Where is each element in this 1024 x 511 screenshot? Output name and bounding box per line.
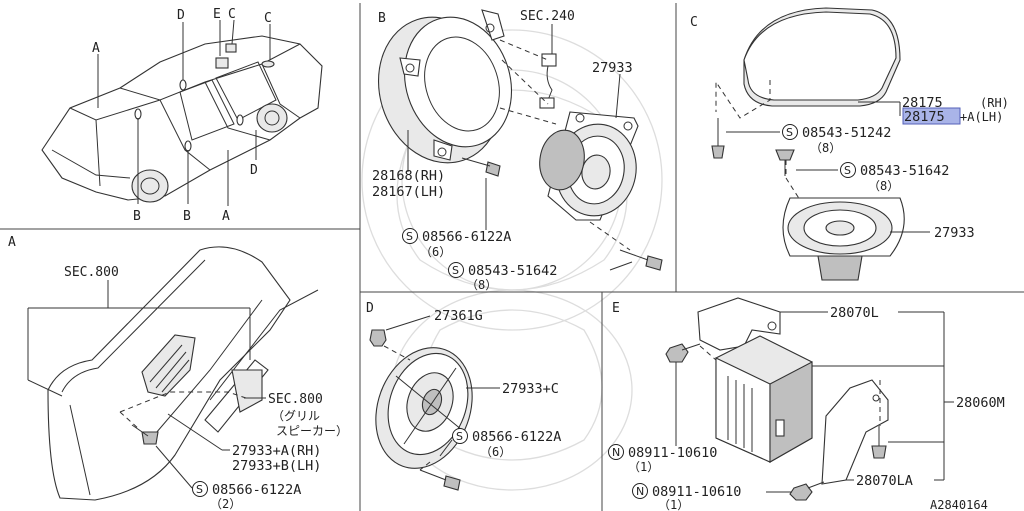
callout-c-right: C bbox=[264, 11, 272, 26]
panel-c-letter: C bbox=[690, 15, 698, 30]
screw1-symbol-letter: S bbox=[406, 230, 413, 243]
bracket-28168-rh-label: 28168(RH) bbox=[372, 168, 445, 184]
diagram-code: A2840164 bbox=[930, 498, 988, 511]
screw-symbol-circle-d bbox=[452, 428, 468, 444]
panel-a-labels: SEC.800 SEC.800 （グリル スピーカー） 27933+A(RH) … bbox=[64, 265, 348, 511]
screw2-symbol-circle bbox=[448, 262, 464, 278]
screw-symbol-letter: S bbox=[196, 483, 203, 496]
panel-c-labels: 28175 (RH) 28175 +A(LH) S 08543-51242 （8… bbox=[782, 95, 1009, 241]
callout-d-top: D bbox=[177, 8, 185, 23]
screw2-symbol-letter: S bbox=[452, 264, 459, 277]
screw1-symbol-letter-c: S bbox=[786, 126, 793, 139]
nut1-qty: （1） bbox=[628, 460, 659, 474]
screw1-qty-c: （8） bbox=[810, 141, 841, 155]
part-27933a-rh: 27933+A(RH) bbox=[232, 443, 321, 459]
callout-d-bottom: D bbox=[250, 163, 258, 178]
highlight-box bbox=[902, 107, 961, 125]
panel-d-letter: D bbox=[366, 301, 374, 316]
screw-qty: （2） bbox=[210, 497, 241, 511]
cover-lh-suffix: +A(LH) bbox=[960, 110, 1003, 124]
sec-240-label: SEC.240 bbox=[520, 9, 575, 24]
panel-e-labels: 28070L 28060M 28070LA N 08911-10610 （1） … bbox=[608, 305, 1005, 511]
nut1-symbol-circle bbox=[608, 444, 624, 460]
screw1-qty: （6） bbox=[420, 245, 451, 259]
panel-b-letter: B bbox=[378, 11, 386, 26]
bracket-28070l-label: 28070L bbox=[830, 305, 879, 321]
nut1-symbol-letter: N bbox=[612, 446, 620, 459]
watermark bbox=[361, 29, 663, 491]
screw1-08566-6122a: 08566-6122A bbox=[422, 229, 511, 245]
panel-d: D bbox=[366, 301, 500, 491]
nut2-08911-10610: 08911-10610 bbox=[652, 484, 741, 500]
screw2-qty-c: （8） bbox=[868, 179, 899, 193]
callout-b-left: B bbox=[133, 209, 141, 224]
clip-27361g-label: 27361G bbox=[434, 308, 483, 324]
callout-e: E bbox=[213, 7, 221, 22]
callout-a-bottom: A bbox=[222, 209, 230, 224]
panel-c: C bbox=[690, 7, 930, 281]
grille-note: （グリル bbox=[272, 409, 320, 423]
callout-a-top: A bbox=[92, 41, 100, 56]
nut1-08911-10610: 08911-10610 bbox=[628, 445, 717, 461]
overview-callouts: A D E C C B B A D bbox=[92, 7, 272, 224]
cover-28175-rh-label: 28175 bbox=[902, 95, 943, 111]
nut2-symbol-letter: N bbox=[636, 485, 644, 498]
panel-borders bbox=[0, 3, 1024, 511]
screw-qty-d: （6） bbox=[480, 445, 511, 459]
callout-b-right: B bbox=[183, 209, 191, 224]
callout-c-left: C bbox=[228, 7, 236, 22]
amplifier-28060m-label: 28060M bbox=[956, 395, 1005, 411]
screw1-symbol-circle bbox=[402, 228, 418, 244]
screw2-symbol-letter-c: S bbox=[844, 164, 851, 177]
panel-b: B bbox=[377, 9, 663, 271]
screw-08566-6122a: 08566-6122A bbox=[212, 482, 301, 498]
panel-b-labels: SEC.240 27933 28168(RH) 28167(LH) S 0856… bbox=[372, 9, 633, 292]
screw-symbol-letter-d: S bbox=[456, 430, 463, 443]
panel-e: E bbox=[612, 297, 954, 501]
screw2-08543-51642: 08543-51642 bbox=[468, 263, 557, 279]
screw1-symbol-circle-c bbox=[782, 124, 798, 140]
cover-28175a-lh-label: 28175 bbox=[904, 109, 945, 125]
speaker-27933-label: 27933 bbox=[592, 60, 633, 76]
sec-800-top-label: SEC.800 bbox=[64, 265, 119, 280]
speaker-27933-c-label: 27933 bbox=[934, 225, 975, 241]
nut2-qty: （1） bbox=[658, 498, 689, 511]
nut2-symbol-circle bbox=[632, 483, 648, 499]
screw2-08543-51642: 08543-51642 bbox=[860, 163, 949, 179]
car-overview bbox=[41, 19, 323, 206]
panel-d-labels: 27361G 27933+C S 08566-6122A （6） bbox=[434, 308, 561, 459]
panel-a-letter: A bbox=[8, 235, 16, 250]
bracket-28167-lh-label: 28167(LH) bbox=[372, 184, 445, 200]
panel-e-letter: E bbox=[612, 301, 620, 316]
panel-a: A bbox=[8, 235, 319, 501]
cover-rh-suffix: (RH) bbox=[980, 96, 1009, 110]
screw-symbol-circle bbox=[192, 481, 208, 497]
screw2-symbol-circle-c bbox=[840, 162, 856, 178]
speaker-27933c-label: 27933+C bbox=[502, 381, 559, 397]
speaker-note: スピーカー） bbox=[276, 424, 348, 438]
screw-08566-6122a-d: 08566-6122A bbox=[472, 429, 561, 445]
screw2-qty: （8） bbox=[466, 278, 497, 292]
screw1-08543-51242: 08543-51242 bbox=[802, 125, 891, 141]
part-27933b-lh: 27933+B(LH) bbox=[232, 458, 321, 474]
bracket-28070la-label: 28070LA bbox=[856, 473, 913, 489]
sec-800-grille-label: SEC.800 bbox=[268, 392, 323, 407]
